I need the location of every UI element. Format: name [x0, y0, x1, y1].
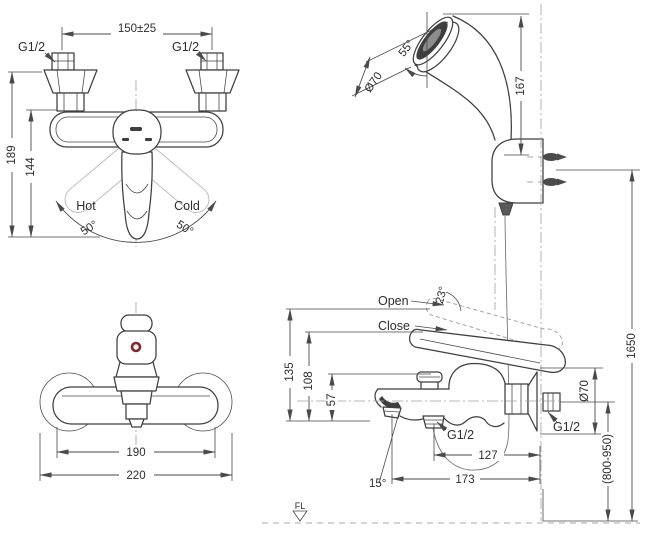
brand-mark [130, 127, 142, 131]
hot-label: Hot [76, 199, 96, 213]
dim-total-height: 1650 [626, 333, 638, 359]
handle-top-view [116, 314, 157, 365]
thread-label-front-left: G1/2 [18, 40, 45, 54]
floor-level-label: FL [295, 501, 306, 511]
dim-total-height-front: 189 [6, 145, 18, 164]
top-view: 190 220 [39, 302, 233, 482]
front-view: 50° 50° Hot Cold 150±25 G1/2 G1/2 189 14… [5, 22, 240, 247]
dim-spout-reach: 127 [478, 450, 497, 462]
wall-connector [542, 392, 561, 412]
wall-escutcheon [527, 371, 538, 432]
close-label: Close [378, 319, 410, 333]
angle-label-left: 50° [79, 219, 100, 238]
spout-outlet [379, 396, 401, 409]
head-diameter-label: Ø70 [363, 70, 385, 95]
shower-hose [432, 215, 510, 471]
side-view: 55° Ø70 167 1650 Open Close 23° 135 108 … [262, 4, 640, 524]
thread-label-wall: G1/2 [553, 420, 580, 434]
cold-label: Cold [174, 199, 200, 213]
thread-label-front-right: G1/2 [172, 40, 199, 54]
left-inlet-union [43, 52, 98, 112]
aerator [382, 406, 402, 419]
dim-head-height: 167 [515, 76, 527, 95]
lever-closed [408, 328, 566, 374]
handshower-grip [452, 15, 512, 141]
dim-install-height: (800-950) [602, 434, 614, 484]
thread-label-hose: G1/2 [447, 428, 474, 442]
bracket-screws [543, 153, 567, 186]
handle-swing-arc [55, 200, 217, 243]
spout-top-view [113, 361, 160, 428]
hose-union-nut [422, 415, 445, 429]
temp-indicator-dot [130, 341, 142, 353]
dim-total-reach: 173 [455, 474, 474, 486]
open-label: Open [378, 294, 409, 308]
dim-open-height: 135 [284, 362, 296, 381]
mixer-body-side [374, 362, 561, 432]
shower-bracket [491, 138, 544, 204]
spout-angle-label: 15° [369, 478, 386, 490]
dim-close-height: 108 [303, 371, 315, 390]
angle-label-right: 50° [174, 219, 195, 238]
lever-open-ghost [425, 297, 563, 352]
dim-overall-width: 220 [126, 470, 145, 482]
dim-knob-height: 57 [326, 394, 338, 407]
cartridge-cover [112, 109, 162, 155]
dim-body-height-front: 144 [25, 157, 37, 177]
lever-angle-label: 23° [434, 285, 450, 305]
grip-end-nut [498, 202, 514, 216]
dim-body-width: 190 [126, 447, 145, 459]
dim-center-distance: 150±25 [118, 23, 156, 35]
handle-lever-front [121, 151, 153, 240]
floor-level-icon [292, 510, 308, 522]
flange-diameter-label: Ø70 [579, 380, 591, 402]
right-inlet-union [185, 52, 240, 112]
wall-union-nut [504, 383, 529, 415]
